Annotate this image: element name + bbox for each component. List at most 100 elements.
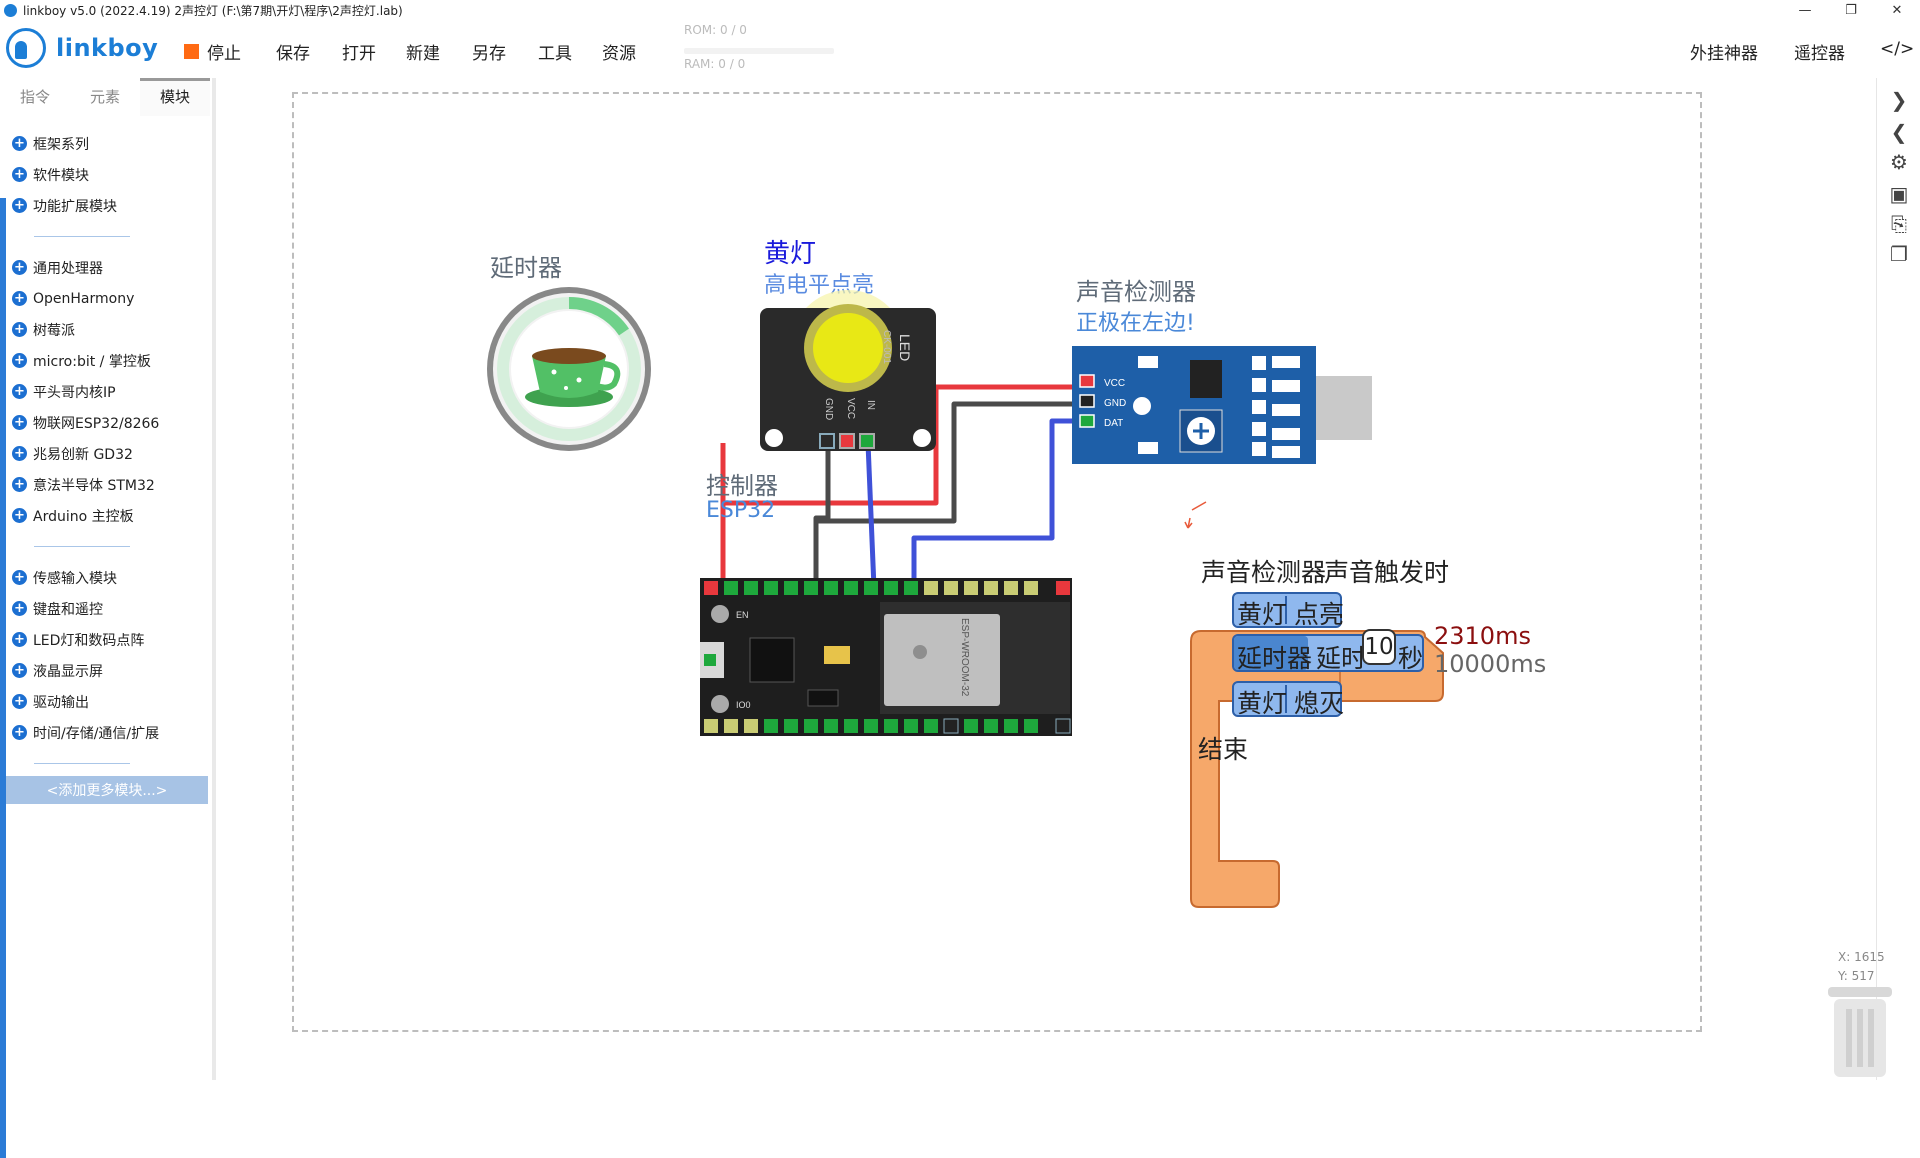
code-view-button[interactable]: </>: [1880, 39, 1915, 59]
controller-pin-io-sensor[interactable]: [904, 581, 918, 595]
category-label: 树莓派: [33, 322, 75, 339]
statement1-action[interactable]: 点亮: [1294, 600, 1345, 629]
trash-icon[interactable]: [1820, 985, 1900, 1080]
tab-elements[interactable]: 元素: [89, 88, 120, 106]
expand-icon: +: [12, 601, 27, 616]
category-esp32[interactable]: +物联网ESP32/8266: [0, 407, 212, 438]
save-button[interactable]: 保存: [276, 44, 310, 64]
event-trigger-label[interactable]: 声音触发时: [1324, 558, 1450, 587]
timer-label: 延时器: [490, 254, 562, 282]
event-object-label[interactable]: 声音检测器: [1201, 558, 1327, 587]
timer-total: 10000ms: [1434, 650, 1547, 678]
en-button[interactable]: [711, 605, 729, 623]
io0-button-label: IO0: [736, 700, 751, 710]
chevron-left-icon[interactable]: ❮: [1890, 120, 1908, 144]
wire-gray-led[interactable]: [813, 443, 831, 588]
sensor-pin-dat-label: DAT: [1104, 418, 1123, 429]
add-more-modules-button[interactable]: <添加更多模块...>: [6, 776, 208, 804]
new-button[interactable]: 新建: [406, 44, 440, 64]
saveas-button[interactable]: 另存: [472, 44, 506, 64]
panel-splitter[interactable]: [212, 78, 216, 1080]
design-canvas[interactable]: 延时器 黄灯 高电平点亮 LED CK-001 GND VCC IN 声音检测: [216, 78, 1876, 1080]
controller-pin-vcc[interactable]: [704, 581, 718, 595]
led-module[interactable]: LED CK-001 GND VCC IN: [756, 278, 936, 453]
tools-button[interactable]: 工具: [538, 44, 572, 64]
chevron-right-icon[interactable]: ❯: [1890, 88, 1908, 112]
category-stm32[interactable]: +意法半导体 STM32: [0, 469, 212, 500]
divider: [0, 531, 212, 562]
tab-modules[interactable]: 模块: [140, 78, 210, 116]
category-gd32[interactable]: +兆易创新 GD32: [0, 438, 212, 469]
copy-icon[interactable]: ❐: [1890, 242, 1908, 266]
stop-button[interactable]: 停止: [184, 39, 241, 64]
delay-value-input[interactable]: 10: [1362, 629, 1396, 665]
wire-blue-sensor[interactable]: [911, 418, 1078, 588]
category-pingtouge[interactable]: +平头哥内核IP: [0, 376, 212, 407]
statement-led-on[interactable]: [1232, 592, 1342, 628]
category-label: 兆易创新 GD32: [33, 446, 133, 463]
category-general-processor[interactable]: +通用处理器: [0, 252, 212, 283]
export-icon[interactable]: ⎘: [1891, 212, 1907, 236]
boot-button[interactable]: [711, 695, 729, 713]
sound-sensor-module[interactable]: VCC GND DAT: [1072, 346, 1372, 466]
maximize-button[interactable]: ❐: [1845, 2, 1857, 18]
category-framework[interactable]: + 框架系列: [0, 128, 212, 159]
category-label: 驱动输出: [33, 694, 89, 711]
expand-icon: +: [12, 198, 27, 213]
resources-button[interactable]: 资源: [602, 44, 636, 64]
tab-instructions[interactable]: 指令: [19, 88, 50, 106]
statement3-object[interactable]: 黄灯: [1237, 689, 1288, 718]
esp32-top-pins: [704, 581, 1070, 595]
category-openharmony[interactable]: +OpenHarmony: [0, 283, 212, 314]
gear-icon[interactable]: ⚙: [1890, 150, 1908, 174]
remote-button[interactable]: 遥控器: [1794, 44, 1845, 64]
category-led-matrix[interactable]: +LED灯和数码点阵: [0, 624, 212, 655]
led-pin-gnd[interactable]: [819, 433, 835, 449]
category-microbit[interactable]: +micro:bit / 掌控板: [0, 345, 212, 376]
sensor-pin-vcc[interactable]: [1079, 374, 1095, 388]
wire-blue-led[interactable]: [865, 442, 877, 589]
led-pin-vcc[interactable]: [839, 433, 855, 449]
wire-gray-sensor[interactable]: [816, 401, 1078, 524]
category-software[interactable]: +软件模块: [0, 159, 212, 190]
statement-led-off[interactable]: [1232, 681, 1342, 717]
hint-arrow-icon: [1184, 501, 1207, 529]
statement3-action[interactable]: 熄灭: [1294, 689, 1345, 718]
controller-title: 控制器: [706, 472, 778, 500]
led-pin-in[interactable]: [859, 433, 875, 449]
right-toolbar: ❯ ❮ ⚙ ▣ ⎘ ❐: [1876, 78, 1920, 1080]
category-time-storage[interactable]: +时间/存储/通信/扩展: [0, 717, 212, 748]
category-drive-output[interactable]: +驱动输出: [0, 686, 212, 717]
expand-icon: +: [12, 136, 27, 151]
timer-module[interactable]: [484, 284, 654, 454]
esp32-board[interactable]: EN IO0 ESP-WROOM-32: [700, 578, 1074, 738]
category-raspberry-pi[interactable]: +树莓派: [0, 314, 212, 345]
statement2-object[interactable]: 延时器: [1237, 644, 1313, 673]
controller-pin-io-led[interactable]: [864, 581, 878, 595]
category-label: 软件模块: [33, 167, 89, 184]
stop-icon: [184, 44, 199, 59]
sensor-pin-dat[interactable]: [1079, 414, 1095, 428]
open-button[interactable]: 打开: [342, 44, 376, 64]
led-board-text: LED: [897, 334, 913, 361]
category-keyboard-remote[interactable]: +键盘和遥控: [0, 593, 212, 624]
image-icon[interactable]: ▣: [1889, 182, 1909, 206]
minimize-button[interactable]: —: [1798, 2, 1812, 18]
statement1-object[interactable]: 黄灯: [1237, 600, 1288, 629]
statement2-action[interactable]: 延时: [1316, 644, 1367, 673]
wire-red[interactable]: [720, 384, 1078, 506]
category-lcd[interactable]: +液晶显示屏: [0, 655, 212, 686]
rom-progress-bar: [684, 48, 834, 54]
category-sensor-input[interactable]: +传感输入模块: [0, 562, 212, 593]
module-category-list: +框架系列 +软件模块 +功能扩展模块 +通用处理器 +OpenHarmony …: [0, 128, 212, 779]
block-divider: [1285, 596, 1287, 624]
category-label: 框架系列: [33, 136, 89, 153]
sensor-pin-gnd[interactable]: [1079, 394, 1095, 408]
plugin-button[interactable]: 外挂神器: [1690, 44, 1758, 64]
cursor-y: Y: 517: [1838, 969, 1875, 983]
category-extension[interactable]: +功能扩展模块: [0, 190, 212, 221]
category-arduino[interactable]: +Arduino 主控板: [0, 500, 212, 531]
expand-icon: +: [12, 663, 27, 678]
controller-pin-gnd[interactable]: [804, 581, 818, 595]
close-button[interactable]: ✕: [1891, 2, 1903, 18]
